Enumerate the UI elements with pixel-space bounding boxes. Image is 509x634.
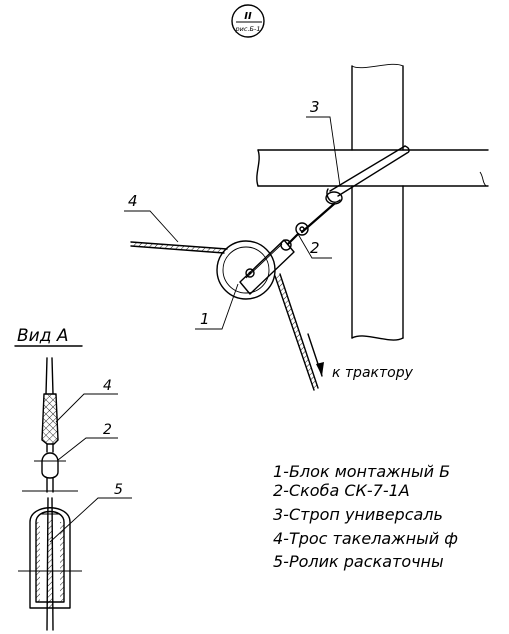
view-a-callout-2: 2 [103,422,112,438]
legend: 1-Блок монтажный Б 2-Скоба СК-7-1А 3-Стр… [273,462,458,571]
svg-text:4: 4 [128,192,138,210]
svg-text:2: 2 [310,239,320,257]
rope-to-tractor [274,273,319,391]
view-a-callout-4: 4 [103,378,112,394]
mounting-block [216,239,295,300]
callout-3: 3 [306,98,341,187]
legend-item-1: 1-Блок монтажный Б [273,462,450,481]
sheet-mark-roman: II [244,11,252,22]
legend-item-5: 5-Ролик раскаточны [273,552,444,571]
legend-item-2: 2-Скоба СК-7-1А [273,481,410,500]
legend-item-4: 4-Трос такелажный ф [273,529,458,548]
svg-text:3: 3 [310,98,320,116]
svg-text:1: 1 [200,310,210,328]
legend-item-3: 3-Строп универсаль [273,505,443,524]
shackle [280,202,336,251]
callout-4: 4 [124,192,179,243]
callout-2: 2 [297,233,332,259]
universal-sling [325,145,410,205]
direction-label: к трактору [332,365,414,381]
sheet-mark: II рис.Б-1 [231,4,265,38]
horizontal-beam [256,149,489,187]
callout-1: 1 [195,283,239,330]
sheet-mark-ref: рис.Б-1 [235,25,261,33]
view-a-title: Вид А [17,326,69,346]
vertical-post [351,63,404,341]
direction-arrow: к трактору [307,333,414,381]
view-a-callout-5: 5 [114,482,123,498]
view-a: Вид А 4 2 5 [14,326,132,631]
rigging-rope [130,241,228,254]
